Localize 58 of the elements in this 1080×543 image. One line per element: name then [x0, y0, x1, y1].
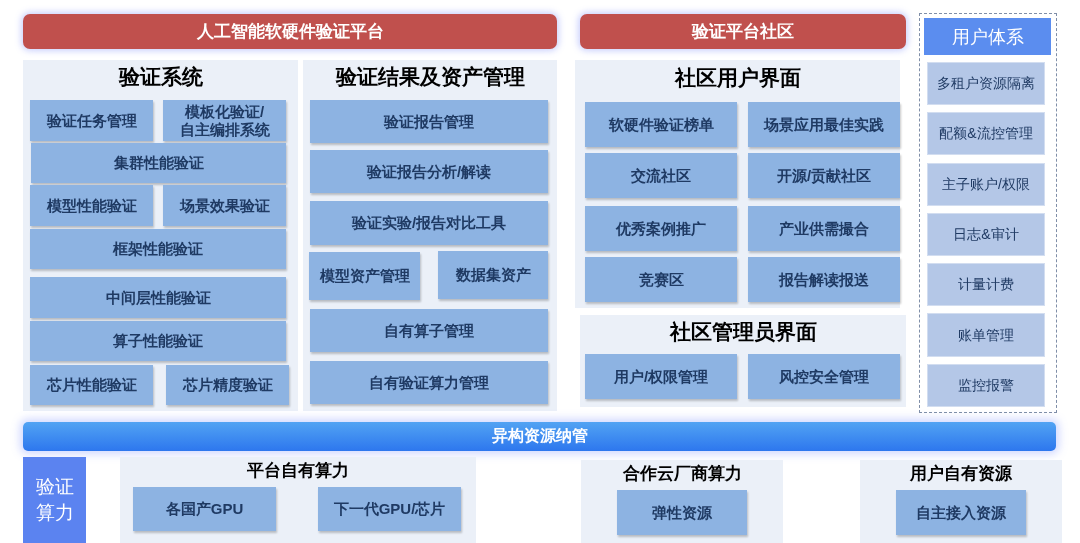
feature-box: 产业供需撮合: [748, 206, 900, 251]
feature-box: 优秀案例推广: [585, 206, 737, 251]
feature-box: 框架性能验证: [30, 229, 286, 269]
title-band: 验证平台社区: [580, 14, 906, 49]
feature-box: 用户/权限管理: [585, 354, 737, 399]
panel-heading: 合作云厂商算力: [622, 463, 742, 485]
feature-box: 验证报告分析/解读: [310, 150, 548, 193]
feature-box: 场景效果验证: [163, 185, 286, 226]
feature-box: 竞赛区: [585, 257, 737, 302]
feature-box: 报告解读报送: [748, 257, 900, 302]
feature-box: 自主接入资源: [896, 490, 1026, 535]
title-band: 人工智能软硬件验证平台: [23, 14, 557, 49]
feature-box: 算子性能验证: [30, 321, 286, 361]
feature-box: 模板化验证/自主编排系统: [163, 100, 286, 141]
feature-box: 集群性能验证: [31, 143, 286, 183]
feature-box: 芯片性能验证: [30, 365, 153, 405]
panel: [23, 60, 298, 411]
panel-heading: 验证系统: [118, 64, 203, 90]
resource-bar: 异构资源纳管: [23, 422, 1056, 451]
feature-box: 账单管理: [928, 314, 1044, 356]
feature-box: 场景应用最佳实践: [748, 102, 900, 147]
panel-heading: 验证结果及资产管理: [335, 64, 525, 90]
feature-box: 交流社区: [585, 153, 737, 198]
feature-box: 验证报告管理: [310, 100, 548, 143]
label-box: 验证算力: [23, 457, 86, 543]
feature-box: 配额&流控管理: [928, 113, 1044, 154]
feature-box: 模型资产管理: [309, 252, 420, 300]
feature-box: 计量计费: [928, 264, 1044, 305]
feature-box: 开源/贡献社区: [748, 153, 900, 198]
feature-box: 日志&审计: [928, 214, 1044, 255]
feature-box: 验证任务管理: [30, 100, 153, 141]
panel-heading: 社区用户界面: [674, 65, 801, 91]
panel: [120, 457, 476, 543]
feature-box: 软硬件验证榜单: [585, 102, 737, 147]
feature-box: 风控安全管理: [748, 354, 900, 399]
panel-heading: 社区管理员界面: [669, 319, 817, 345]
panel: [303, 60, 557, 411]
feature-box: 多租户资源隔离: [928, 63, 1044, 104]
panel-heading: 用户自有资源: [910, 463, 1012, 485]
feature-box: 下一代GPU/芯片: [318, 487, 461, 531]
feature-box: 主子账户/权限: [928, 164, 1044, 205]
header-box: 用户体系: [924, 18, 1051, 55]
feature-box: 模型性能验证: [30, 185, 153, 226]
feature-box: 各国产GPU: [133, 487, 276, 531]
panel: [581, 460, 783, 543]
panel: [575, 60, 900, 308]
panel-heading: 平台自有算力: [247, 460, 349, 482]
feature-box: 验证实验/报告对比工具: [310, 201, 548, 245]
feature-box: 弹性资源: [617, 490, 747, 535]
dashed-frame: [919, 13, 1057, 413]
feature-box: 中间层性能验证: [30, 277, 286, 318]
feature-box: 芯片精度验证: [166, 365, 289, 405]
feature-box: 自有算子管理: [310, 309, 548, 352]
feature-box: 监控报警: [928, 365, 1044, 406]
feature-box: 自有验证算力管理: [310, 361, 548, 404]
panel: [580, 315, 906, 407]
feature-box: 数据集资产: [438, 251, 548, 299]
panel: [860, 460, 1062, 543]
